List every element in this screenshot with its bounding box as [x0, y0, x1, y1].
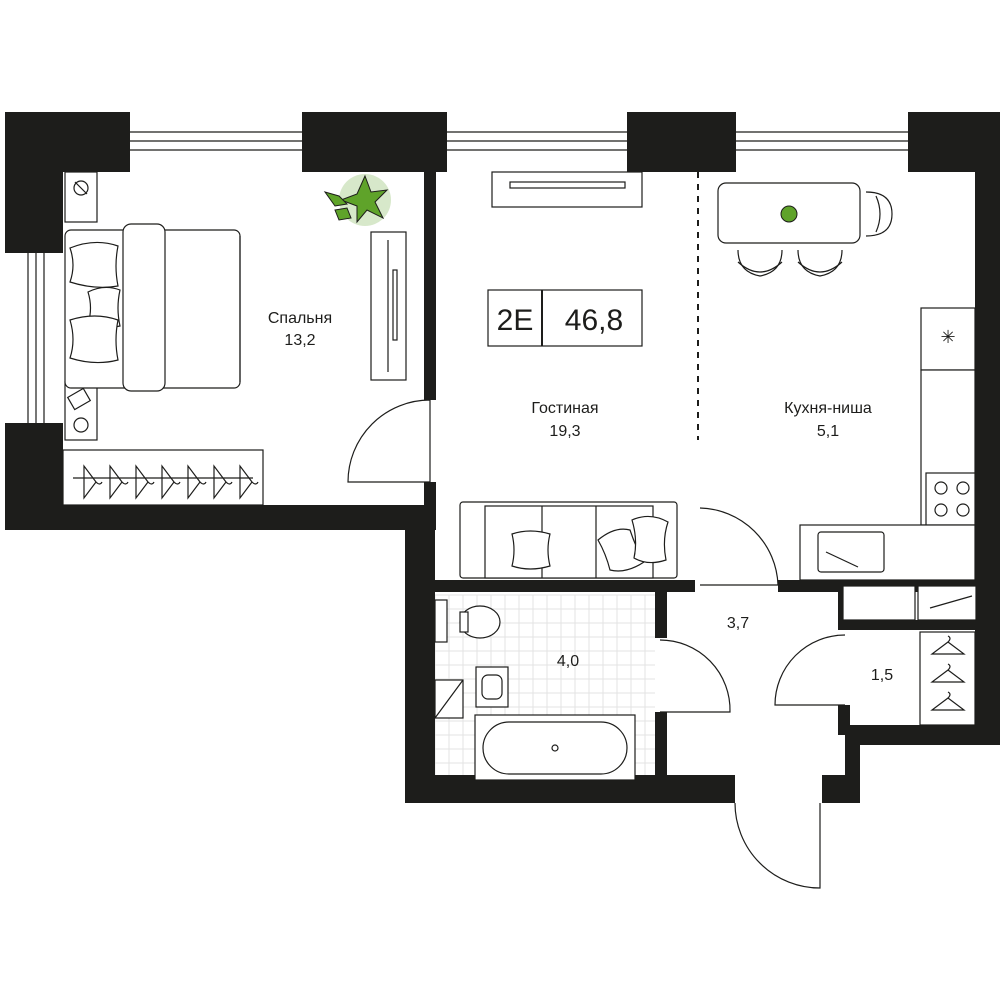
cushion	[631, 515, 669, 564]
hanger-icon	[239, 464, 259, 500]
closet-area: 1,5	[871, 667, 893, 684]
cushion	[511, 530, 551, 570]
hall-door	[699, 507, 779, 586]
bedroom	[62, 171, 431, 506]
hall	[659, 507, 977, 889]
bathroom-area: 4,0	[557, 653, 579, 670]
room-labels: Спальня 13,2 Гостиная 19,3 Кухня-ниша 5,…	[268, 310, 893, 684]
kitchen: ✳	[717, 182, 976, 581]
washbasin	[475, 666, 509, 708]
window-top-middle	[447, 112, 627, 172]
kitchen-name: Кухня-ниша	[784, 400, 872, 417]
apartment-type: 2E	[497, 304, 534, 337]
chair	[865, 191, 893, 237]
bedroom-door	[347, 399, 431, 483]
stove	[925, 472, 976, 526]
tv-console	[491, 171, 643, 208]
bedroom-area: 13,2	[284, 332, 315, 349]
bedroom-name: Спальня	[268, 310, 332, 327]
sink-counter	[799, 524, 976, 581]
closet-rail	[919, 631, 976, 726]
hall-area: 3,7	[727, 615, 749, 632]
hanger-icon	[930, 691, 966, 711]
bed-blanket	[122, 223, 166, 392]
living-name: Гостиная	[531, 400, 598, 417]
hanger-icon	[930, 663, 966, 683]
hanger-icon	[930, 635, 966, 655]
bathroom	[434, 599, 636, 781]
living-area: 19,3	[549, 423, 580, 440]
hanger-icon	[83, 464, 103, 500]
pillow	[69, 241, 119, 288]
hanger-icon	[135, 464, 155, 500]
window-top-right	[736, 112, 908, 172]
plant-icon	[780, 205, 798, 223]
window-left	[5, 253, 63, 423]
chair	[737, 249, 783, 277]
kitchen-area: 5,1	[817, 423, 839, 440]
living-room: 2E 46,8	[459, 171, 699, 579]
nightstand-top	[64, 171, 98, 223]
bathroom-door	[659, 639, 731, 713]
hanger-icon	[109, 464, 129, 500]
nightstand-bottom	[64, 381, 98, 441]
apartment-area: 46,8	[565, 304, 623, 337]
window-top-left	[130, 112, 302, 172]
apartment-badge	[487, 289, 643, 347]
entrance-door	[734, 802, 821, 889]
hanger-icon	[161, 464, 181, 500]
plant-icon	[323, 174, 391, 226]
toilet-tank	[434, 599, 448, 643]
closet-door	[774, 634, 846, 706]
bathtub	[474, 714, 636, 781]
chair	[797, 249, 843, 277]
hanger-icon	[187, 464, 207, 500]
sink	[817, 531, 885, 573]
snowflake-icon: ✳	[940, 327, 955, 348]
pillow	[69, 315, 119, 364]
hanger-icon	[213, 464, 233, 500]
